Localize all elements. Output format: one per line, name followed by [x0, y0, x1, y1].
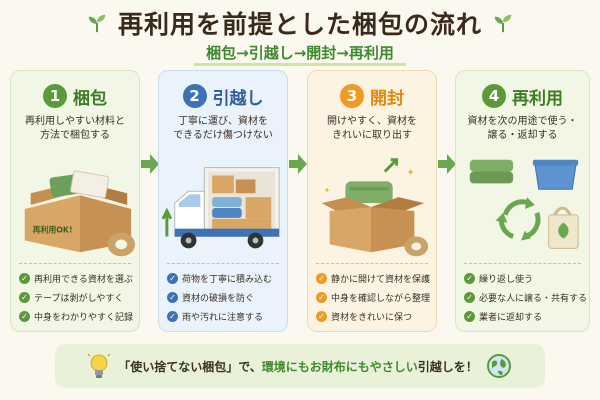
- check-icon: ✓: [19, 292, 30, 303]
- check-icon: ✓: [19, 311, 30, 322]
- arrow-right-icon: [438, 154, 456, 174]
- open-box-icon: ✦ ✦: [321, 158, 429, 257]
- list-item: ✓荷物を丁寧に積み込む: [167, 269, 283, 288]
- list-item: ✓雨や汚れに注意する: [167, 307, 283, 326]
- checklist: ✓荷物を丁寧に積み込む ✓資材の破損を防ぐ ✓雨や汚れに注意する: [167, 269, 283, 326]
- list-item: ✓中身を確認しながら整理: [316, 288, 432, 307]
- list-item: ✓資材をきれいに保つ: [316, 307, 432, 326]
- step-number: 4: [482, 84, 506, 108]
- step-number: 2: [182, 84, 207, 108]
- truck-icon: [161, 167, 280, 249]
- truck-illustration: [159, 153, 287, 263]
- checklist: ✓繰り返し使う ✓必要な人に譲る・共有する ✓業者に返却する: [464, 269, 587, 326]
- check-icon: ✓: [316, 292, 327, 303]
- eco-globe-icon: [486, 354, 511, 378]
- list-item: ✓資材の破損を防ぐ: [167, 288, 283, 307]
- list-item: ✓必要な人に譲る・共有する: [464, 288, 587, 307]
- list-item: ✓中身をわかりやすく記録: [19, 307, 135, 326]
- step-description: 再利用しやすい材料と 方法で梱包する: [25, 116, 125, 141]
- step-card-moving: 2 引越し 丁寧に運び、資材を できるだけ傷つけない: [158, 70, 288, 332]
- step-card-unpacking: 3 開封 開けやすく、資材を きれいに取り出す ✦ ✦ ✓静かに開けて資材を保護…: [307, 70, 437, 332]
- check-icon: ✓: [464, 273, 475, 284]
- check-icon: ✓: [19, 273, 30, 284]
- divider: [316, 263, 428, 264]
- step-description: 丁寧に運び、資材を できるだけ傷つけない: [173, 116, 273, 141]
- box-label: 再利用OK!: [33, 225, 73, 235]
- unpacking-illustration: ✦ ✦: [308, 153, 436, 263]
- step-title: 梱包: [73, 88, 107, 109]
- step-cards: 1 梱包 再利用しやすい材料と 方法で梱包する 再利用OK! ✓再利用できる資材…: [10, 70, 590, 338]
- step-description: 開けやすく、資材を きれいに取り出す: [327, 116, 417, 141]
- check-icon: ✓: [167, 273, 178, 284]
- sprout-icon: [88, 14, 106, 33]
- list-item: ✓再利用できる資材を選ぶ: [19, 269, 135, 288]
- step-title: 引越し: [212, 88, 264, 109]
- recycle-icon: [469, 159, 579, 249]
- check-icon: ✓: [167, 311, 178, 322]
- check-icon: ✓: [167, 292, 178, 303]
- step-card-packing: 1 梱包 再利用しやすい材料と 方法で梱包する 再利用OK! ✓再利用できる資材…: [10, 70, 140, 332]
- step-card-reuse: 4 再利用 資材を次の用途で使う・ 譲る・返却する ✓繰: [455, 70, 590, 332]
- step-number: 3: [340, 84, 364, 108]
- check-icon: ✓: [316, 273, 327, 284]
- svg-text:✦: ✦: [324, 186, 331, 195]
- header: 再利用を前提とした梱包の流れ: [0, 6, 600, 40]
- check-icon: ✓: [464, 311, 475, 322]
- subtitle-row: 梱包→引越し→開封→再利用: [0, 42, 600, 66]
- list-item: ✓テープは剥がしやすく: [19, 288, 135, 307]
- lightbulb-icon: [88, 352, 111, 378]
- list-item: ✓繰り返し使う: [464, 269, 585, 288]
- checklist: ✓静かに開けて資材を保護 ✓中身を確認しながら整理 ✓資材をきれいに保つ: [316, 269, 432, 326]
- divider: [19, 263, 131, 264]
- packing-illustration: 再利用OK!: [11, 153, 139, 263]
- arrow-right-icon: [289, 154, 307, 174]
- check-icon: ✓: [464, 292, 475, 303]
- svg-text:✦: ✦: [406, 168, 414, 179]
- step-number: 1: [43, 84, 67, 108]
- list-item: ✓静かに開けて資材を保護: [316, 269, 432, 288]
- step-title: 開封: [370, 88, 404, 109]
- reuse-illustration: [456, 153, 589, 263]
- divider: [464, 263, 581, 264]
- page-title: 再利用を前提とした梱包の流れ: [117, 10, 482, 39]
- sprout-icon: [494, 14, 512, 33]
- list-item: ✓業者に返却する: [464, 307, 585, 326]
- checklist: ✓再利用できる資材を選ぶ ✓テープは剥がしやすく ✓中身をわかりやすく記録: [19, 269, 135, 326]
- step-description: 資材を次の用途で使う・ 譲る・返却する: [467, 116, 578, 141]
- arrow-right-icon: [141, 154, 159, 174]
- footer-banner: 「使い捨てない梱包」で、環境にもお財布にもやさしい引越しを！: [55, 344, 545, 388]
- footer-message: 「使い捨てない梱包」で、環境にもお財布にもやさしい引越しを！: [118, 359, 478, 374]
- cardboard-box-icon: 再利用OK!: [24, 170, 136, 257]
- check-icon: ✓: [316, 311, 327, 322]
- step-title: 再利用: [512, 88, 563, 109]
- flow-subtitle: 梱包→引越し→開封→再利用: [194, 42, 406, 66]
- divider: [167, 263, 279, 264]
